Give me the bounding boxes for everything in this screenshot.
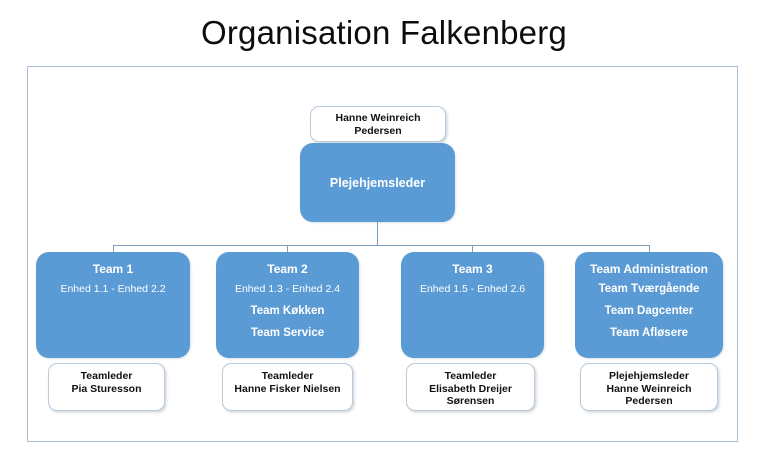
node-team-3: Team 3 Enhed 1.5 - Enhed 2.6 xyxy=(401,252,544,358)
manager-team-administration-role: Plejehjemsleder xyxy=(609,370,689,382)
team-administration-title: Team Administration xyxy=(589,262,708,276)
team-1-title: Team 1 xyxy=(92,262,134,276)
manager-team-3-role: Teamleder xyxy=(444,370,497,382)
connector-drop-team-1 xyxy=(113,245,114,253)
team-3-title: Team 3 xyxy=(452,262,493,276)
node-plejehjemsleder: Plejehjemsleder xyxy=(300,143,455,222)
manager-team-1-name-1: Pia Sturesson xyxy=(71,382,142,395)
team-3-line-1: Enhed 1.5 - Enhed 2.6 xyxy=(419,283,526,295)
team-2-title: Team 2 xyxy=(267,262,308,276)
team-2-line-1: Enhed 1.3 - Enhed 2.4 xyxy=(234,283,341,295)
manager-team-administration-name-2: Pedersen xyxy=(625,395,673,407)
node-manager-team-1: Teamleder Pia Sturesson xyxy=(48,363,165,411)
connector-leader-drop xyxy=(377,222,378,245)
manager-team-2-name-1: Hanne Fisker Nielsen xyxy=(234,382,341,395)
leader-label: Plejehjemsleder xyxy=(329,175,426,190)
top-person-line2: Pedersen xyxy=(354,124,402,137)
connector-horizontal-bus xyxy=(113,245,649,246)
team-2-line-2: Team Køkken xyxy=(250,305,325,317)
node-top-person: Hanne Weinreich Pedersen xyxy=(310,106,446,142)
node-team-2: Team 2 Enhed 1.3 - Enhed 2.4 Team Køkken… xyxy=(216,252,359,358)
manager-team-2-role: Teamleder xyxy=(261,370,314,382)
connector-drop-team-administration xyxy=(649,245,650,253)
top-person-line1: Hanne Weinreich xyxy=(335,112,421,124)
team-1-line-1: Enhed 1.1 - Enhed 2.2 xyxy=(60,283,166,295)
node-manager-team-administration: Plejehjemsleder Hanne Weinreich Pedersen xyxy=(580,363,718,411)
connector-drop-team-3 xyxy=(472,245,473,253)
manager-team-3-name-2: Sørensen xyxy=(446,395,495,407)
manager-team-3-name-1: Elisabeth Dreijer xyxy=(429,382,512,395)
node-manager-team-3: Teamleder Elisabeth Dreijer Sørensen xyxy=(406,363,535,411)
node-team-administration: Team Administration Team Tværgående Team… xyxy=(575,252,723,358)
connector-drop-team-2 xyxy=(287,245,288,253)
team-2-line-3: Team Service xyxy=(250,327,325,339)
node-manager-team-2: Teamleder Hanne Fisker Nielsen xyxy=(222,363,353,411)
node-team-1: Team 1 Enhed 1.1 - Enhed 2.2 xyxy=(36,252,190,358)
manager-team-administration-name-1: Hanne Weinreich xyxy=(606,382,692,395)
manager-team-1-role: Teamleder xyxy=(80,370,133,382)
team-administration-line-2: Team Dagcenter xyxy=(604,305,694,317)
team-administration-line-3: Team Afløsere xyxy=(610,327,688,339)
team-administration-line-1: Team Tværgående xyxy=(598,283,700,295)
page-title: Organisation Falkenberg xyxy=(201,14,567,51)
